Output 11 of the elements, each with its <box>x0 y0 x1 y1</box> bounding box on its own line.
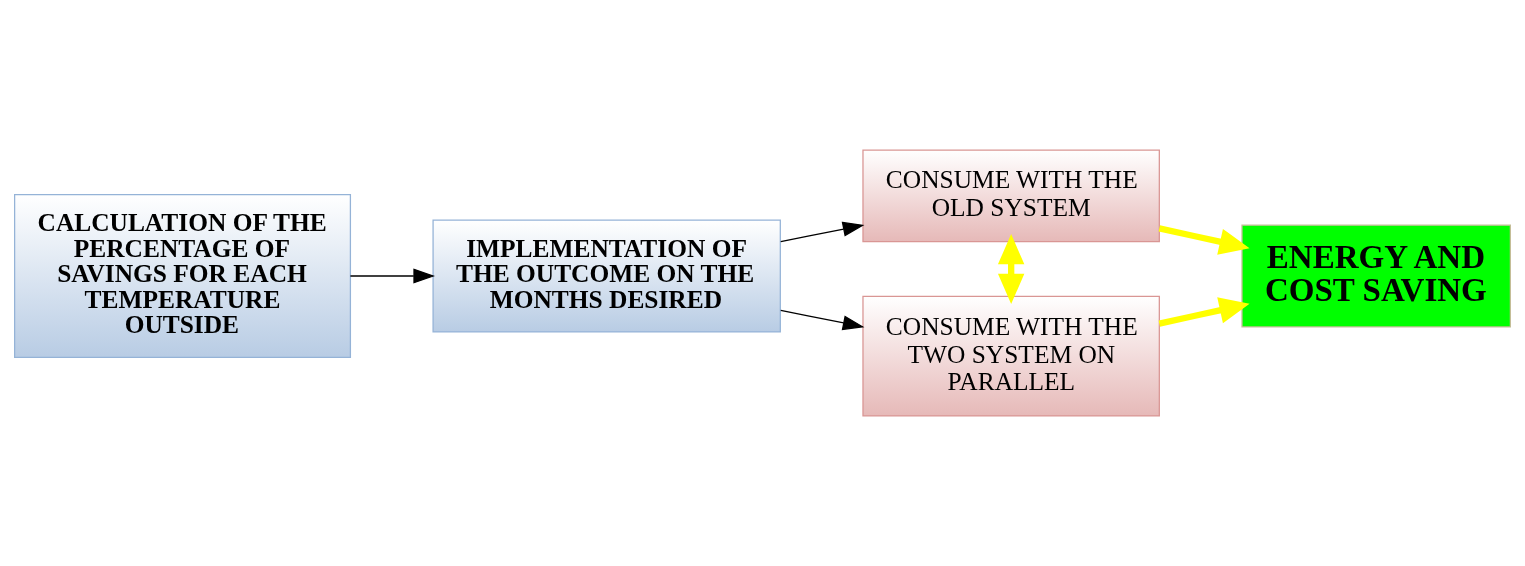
node-box: ENERGY AND COST SAVING <box>1241 224 1511 328</box>
arrow <box>997 234 1025 304</box>
arrow <box>1158 225 1250 255</box>
node-box: CONSUME WITH THE TWO SYSTEM ON PARALLEL <box>862 295 1160 417</box>
arrow <box>1158 297 1250 327</box>
arrow <box>780 309 865 331</box>
node-box: CONSUME WITH THE OLD SYSTEM <box>862 149 1160 243</box>
arrow <box>780 221 865 243</box>
node-box: CALCULATION OF THE PERCENTAGE OF SAVINGS FOR EACH TEMPERATURE OUTSIDE <box>14 193 352 359</box>
arrow <box>349 268 435 284</box>
node-box: IMPLEMENTATION OF THE OUTCOME ON THE MONTHS DESIRED <box>432 219 781 333</box>
